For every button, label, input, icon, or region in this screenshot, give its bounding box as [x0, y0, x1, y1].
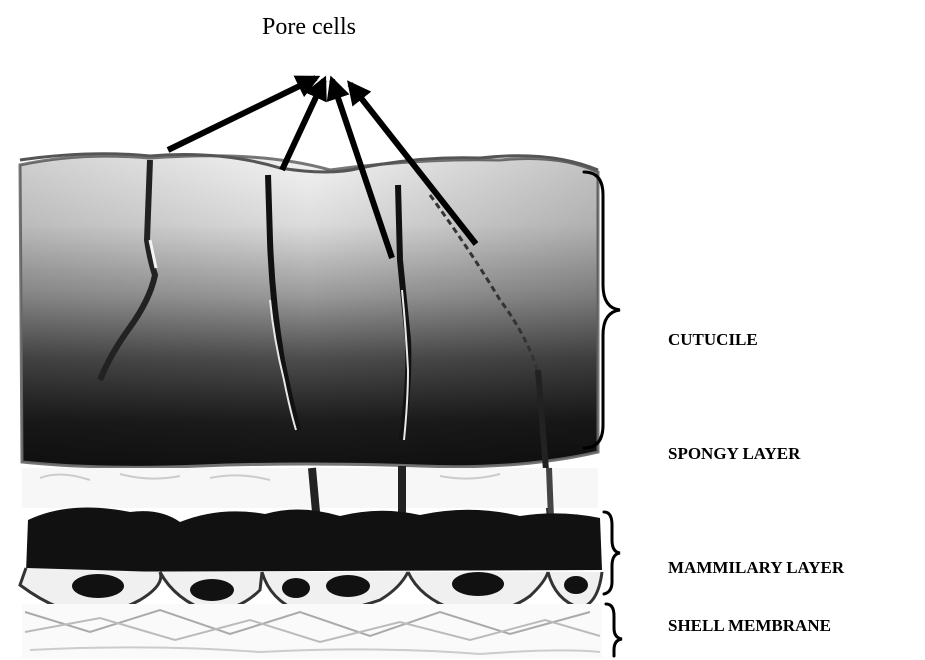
mammilary-layer-label: MAMMILARY LAYER — [668, 558, 844, 578]
shell-membrane-label: SHELL MEMBRANE — [668, 616, 831, 636]
mammilary-brace — [604, 512, 620, 594]
mammillary-layer — [20, 508, 602, 614]
cuticle-block — [20, 154, 598, 468]
membrane-brace — [606, 604, 622, 656]
shell-membrane — [22, 604, 602, 658]
spongy-layer-label: SPONGY LAYER — [668, 444, 800, 464]
cuticle-label: CUTUCILE — [668, 330, 758, 350]
